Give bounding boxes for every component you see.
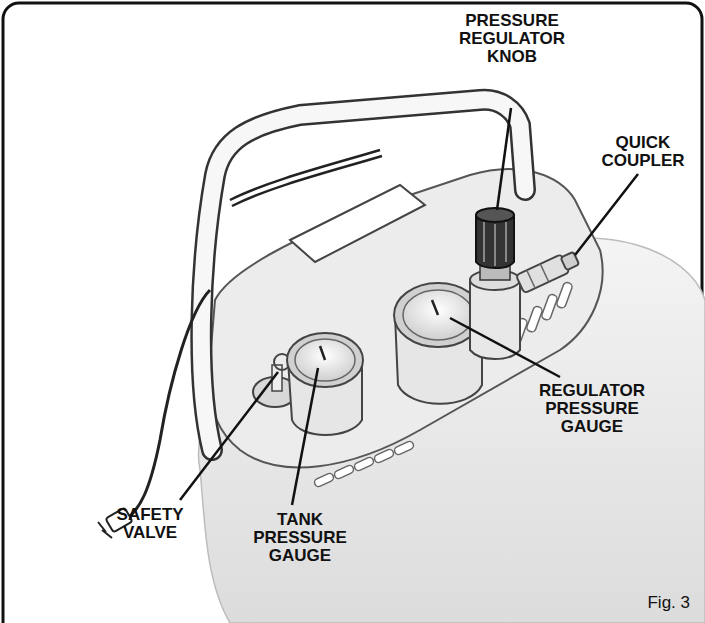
quick-coupler [516,249,581,293]
power-cord [125,290,210,520]
part-label: REGULATOR PRESSURE GAUGE [539,382,645,436]
part-label: SAFETY VALVE [117,506,184,542]
tank-pressure-gauge [287,333,363,435]
pressure-regulator [470,208,520,359]
handle-slot [290,185,425,262]
cord-wrap [230,150,382,206]
figure-number: Fig. 3 [647,594,690,612]
part-label: TANK PRESSURE GAUGE [253,511,347,565]
part-label: PRESSURE REGULATOR KNOB [459,12,565,66]
handle-face [201,100,525,450]
part-label: QUICK COUPLER [601,134,684,170]
leader-lines [180,108,638,505]
handle [201,100,525,450]
regulator-pressure-gauge [394,283,482,404]
top-panel [209,169,603,467]
